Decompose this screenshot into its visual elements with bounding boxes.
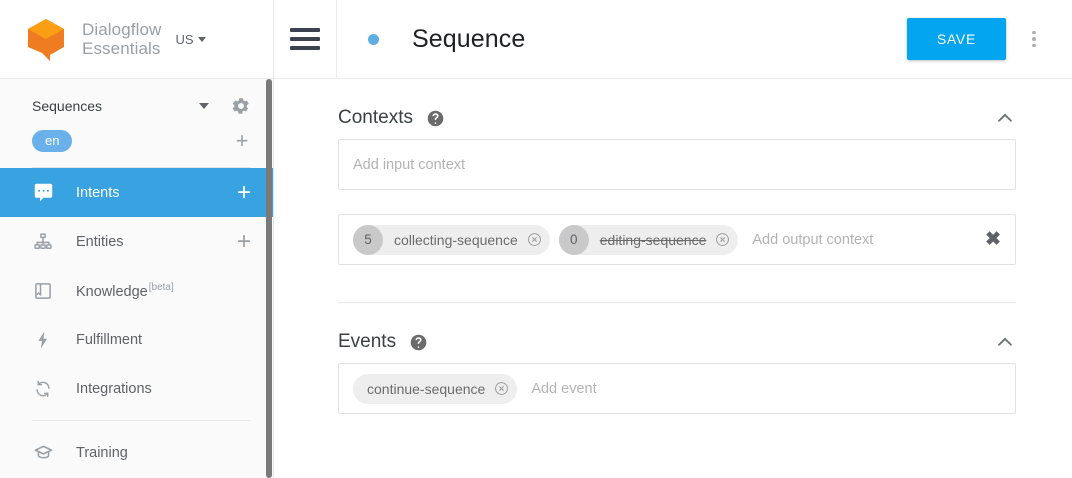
contexts-title: Contexts bbox=[338, 107, 413, 128]
dialogflow-cube-logo bbox=[24, 15, 68, 63]
status-dot bbox=[368, 33, 379, 45]
context-chip[interactable]: 0 editing-sequence bbox=[558, 224, 739, 255]
sidebar-item-integrations[interactable]: Integrations bbox=[0, 364, 273, 413]
kebab-menu-icon[interactable] bbox=[1014, 19, 1054, 59]
chevron-up-icon[interactable] bbox=[994, 107, 1016, 129]
sidebar: Dialogflow Essentials US Sequences en + bbox=[0, 0, 274, 478]
language-row: en + bbox=[0, 123, 273, 159]
events-placeholder: Add event bbox=[531, 380, 597, 397]
sitemap-icon bbox=[32, 231, 54, 253]
speech-bubble-icon bbox=[32, 182, 54, 204]
chevron-up-icon[interactable] bbox=[994, 331, 1016, 353]
sidebar-item-text: Knowledge bbox=[76, 283, 148, 300]
remove-circle-icon[interactable] bbox=[527, 232, 542, 247]
sidebar-item-label: Fulfillment bbox=[76, 331, 143, 348]
context-chip[interactable]: 5 collecting-sequence bbox=[353, 224, 550, 255]
language-chip-en[interactable]: en bbox=[32, 130, 73, 152]
lightning-bolt-icon bbox=[32, 329, 54, 351]
input-context-field[interactable]: Add input context bbox=[338, 139, 1016, 190]
sidebar-item-entities[interactable]: Entities + bbox=[0, 217, 273, 266]
chip-label: editing-sequence bbox=[599, 231, 707, 248]
hamburger-menu-icon[interactable] bbox=[274, 0, 336, 79]
chip-lifespan-count: 0 bbox=[558, 224, 589, 255]
brand-header[interactable]: Dialogflow Essentials US bbox=[0, 0, 273, 79]
sidebar-scrollbar[interactable] bbox=[266, 79, 272, 478]
sidebar-item-label: Knowledge[beta] bbox=[76, 282, 251, 300]
divider bbox=[336, 0, 337, 79]
page-title: Sequence bbox=[412, 24, 526, 53]
brand-name-line1: Dialogflow bbox=[82, 20, 162, 39]
main-panel: Sequence SAVE Contexts bbox=[274, 0, 1072, 478]
events-section-header: Events bbox=[338, 303, 1016, 363]
top-bar: Sequence SAVE bbox=[274, 0, 1072, 79]
add-language-button[interactable]: + bbox=[235, 128, 249, 153]
agent-name: Sequences bbox=[32, 98, 103, 114]
sidebar-item-label: Integrations bbox=[76, 380, 152, 397]
events-field[interactable]: continue-sequence Add event bbox=[338, 363, 1016, 414]
caret-down-icon bbox=[197, 36, 206, 42]
sidebar-item-intents[interactable]: Intents + bbox=[0, 168, 273, 217]
caret-down-icon[interactable] bbox=[199, 103, 209, 109]
content-area: Contexts Add input context bbox=[274, 79, 1072, 414]
help-circle-icon[interactable] bbox=[427, 110, 444, 127]
refresh-arrows-icon bbox=[32, 378, 54, 400]
chip-lifespan-count: 5 bbox=[353, 224, 383, 255]
region-label: US bbox=[175, 31, 194, 47]
help-circle-icon[interactable] bbox=[410, 334, 427, 351]
agent-selector[interactable]: Sequences bbox=[0, 89, 273, 123]
sidebar-item-label: Intents bbox=[76, 184, 120, 201]
section-divider bbox=[338, 302, 1016, 303]
output-context-row: 5 collecting-sequence 0 editing-sequence bbox=[338, 214, 1016, 265]
beta-badge: [beta] bbox=[148, 281, 174, 293]
sidebar-item-training[interactable]: Training bbox=[0, 428, 273, 477]
contexts-section-header: Contexts bbox=[338, 79, 1016, 139]
add-entity-button[interactable]: + bbox=[236, 227, 251, 255]
input-context-placeholder: Add input context bbox=[353, 156, 466, 173]
graduation-cap-icon bbox=[32, 442, 54, 464]
remove-circle-icon[interactable] bbox=[715, 232, 730, 247]
add-intent-button[interactable]: + bbox=[236, 178, 251, 206]
output-context-field[interactable]: 5 collecting-sequence 0 editing-sequence bbox=[338, 214, 1016, 265]
chip-label: continue-sequence bbox=[367, 380, 486, 397]
chip-label: collecting-sequence bbox=[394, 231, 518, 248]
save-button[interactable]: SAVE bbox=[906, 18, 1006, 60]
sidebar-item-label: Entities bbox=[76, 233, 124, 250]
sidebar-item-fulfillment[interactable]: Fulfillment bbox=[0, 315, 273, 364]
divider bbox=[32, 167, 251, 168]
gear-icon[interactable] bbox=[231, 96, 251, 116]
events-title: Events bbox=[338, 331, 397, 352]
remove-circle-icon[interactable] bbox=[494, 381, 509, 396]
brand-name: Dialogflow Essentials bbox=[82, 20, 161, 58]
book-icon bbox=[32, 280, 54, 302]
sidebar-item-knowledge[interactable]: Knowledge[beta] bbox=[0, 266, 273, 315]
sidebar-item-label: Training bbox=[76, 444, 128, 461]
event-chip[interactable]: continue-sequence bbox=[353, 373, 518, 404]
divider bbox=[32, 420, 251, 421]
output-context-placeholder: Add output context bbox=[752, 231, 874, 248]
brand-name-line2: Essentials bbox=[82, 39, 161, 58]
close-icon[interactable]: ✖ bbox=[985, 229, 1001, 250]
region-selector[interactable]: US bbox=[175, 31, 206, 47]
